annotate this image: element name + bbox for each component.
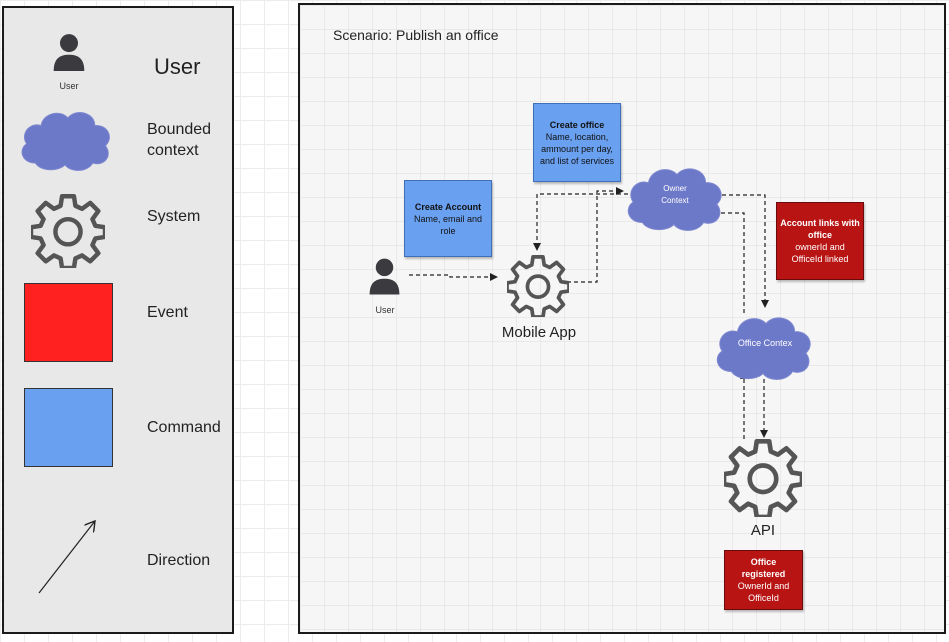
user-icon [369,258,400,295]
office-to-owner-arrow [708,209,745,313]
legend-system-label: System [147,208,201,225]
create-office-body: Name, location, ammount per day, and lis… [539,131,615,166]
office-registered-body: OwnerId and OfficeId [737,581,790,603]
scenario-title: Scenario: Publish an office [333,27,499,43]
legend-command-swatch [24,388,113,467]
owner-to-office-arrow [722,194,769,308]
create-office-command: Create office Name, location, ammount pe… [533,103,621,182]
api-gear-icon [724,439,802,517]
legend-direction-label: Direction [147,552,211,569]
legend-event-label: Event [147,304,188,321]
owner-context-label: Owner Context [661,184,689,205]
create-account-body: Name, email and role [413,213,483,236]
flow-connectors [409,187,769,439]
legend-event-swatch [24,283,113,362]
scenario-user-caption: User [375,305,395,315]
office-registered-title: Office registered [741,557,786,579]
mobile-to-owner-arrow [567,187,624,283]
office-registered-event: Office registered OwnerId and OfficeId [724,550,803,610]
legend-command-label: Command [147,419,221,436]
api-label: API [750,522,776,539]
mobile-app-label: Mobile App [501,324,577,341]
mobile-app-gear-icon [507,255,569,317]
scenario-canvas: Scenario: Publish an office User Mobile … [298,3,946,634]
create-account-command: Create Account Name, email and role [404,180,492,257]
account-links-title: Account links with office [780,218,860,240]
legend-user-caption: User [59,81,79,91]
legend-user-label: User [154,54,201,79]
legend-panel: User User Bounded context System Event C… [2,6,234,634]
account-links-event: Account links with office ownerId and Of… [776,202,864,280]
legend-bounded-context-label: Bounded context [147,121,212,159]
account-links-body: ownerId and OfficeId linked [791,242,849,264]
create-account-title: Create Account [414,201,482,212]
office-context-label: Office Contex [737,338,793,348]
direction-arrow-icon [38,8,236,594]
create-office-title: Create office [549,119,605,130]
user-to-mobile-arrow [409,273,498,281]
owner-to-mobile-arrow [533,193,628,251]
